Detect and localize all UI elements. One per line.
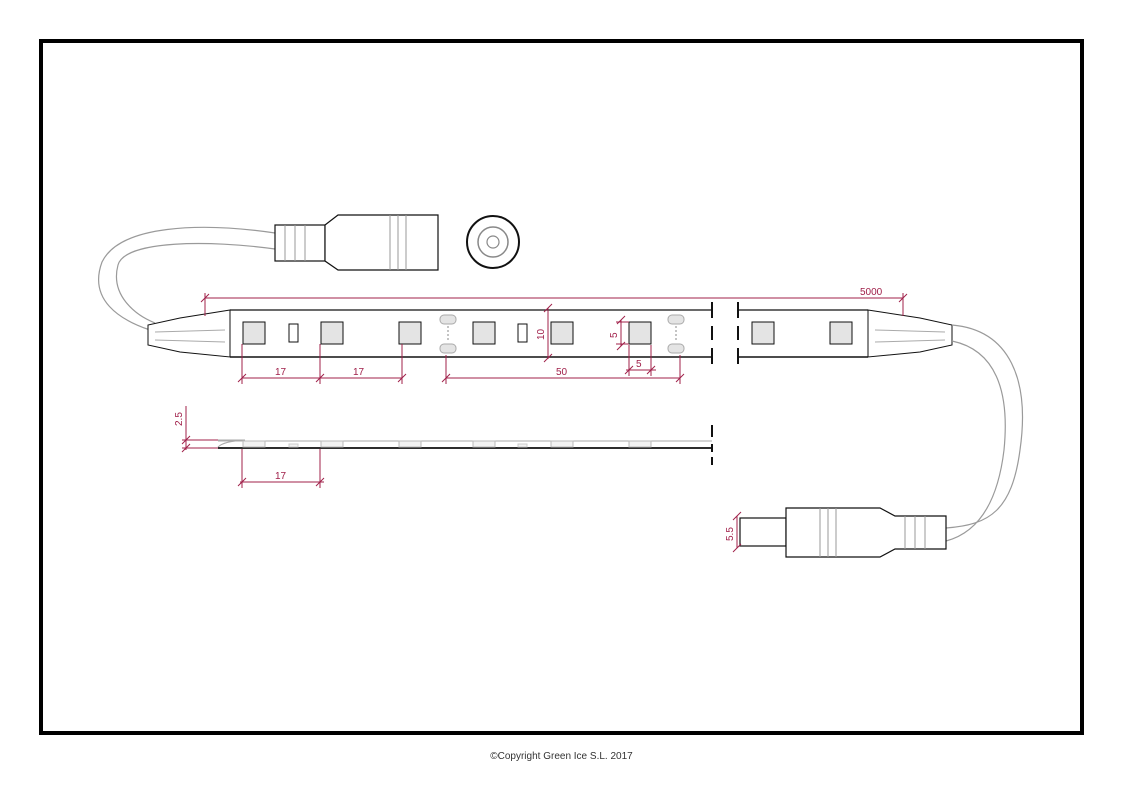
connector-end-view	[466, 215, 520, 269]
resistor	[517, 323, 528, 343]
male-dc-plug	[739, 507, 947, 558]
dim-label-segment: 50	[556, 367, 568, 378]
copyright-notice: ©Copyright Green Ice S.L. 2017	[490, 751, 633, 762]
dim-label-led-height: 5	[609, 332, 620, 338]
right-cable-inner	[945, 340, 1006, 542]
right-cap-line	[874, 339, 946, 343]
dim-total-length: 5000	[200, 287, 908, 316]
female-dc-connector	[274, 214, 439, 271]
led-strip-section	[229, 309, 712, 358]
led-chip	[242, 321, 266, 345]
strip-side-view	[186, 439, 712, 449]
resistor	[288, 323, 299, 343]
led-chip	[550, 321, 574, 345]
break-marks	[711, 302, 739, 465]
right-cap-line	[874, 329, 946, 333]
dim-strip-thickness: 2.5	[174, 406, 218, 453]
dim-label-plug: 5.5	[725, 527, 736, 541]
drawing-frame	[39, 39, 1084, 735]
dim-label-width: 10	[536, 328, 547, 340]
dim-label-pitch-2: 17	[353, 367, 365, 378]
led-chip	[398, 321, 422, 345]
dim-label-total: 5000	[860, 287, 883, 298]
led-chip	[472, 321, 496, 345]
dim-label-pitch-1: 17	[275, 367, 287, 378]
left-cap-line	[154, 339, 226, 343]
right-cable-outer	[945, 324, 1024, 529]
dim-strip-width: 10	[536, 303, 553, 363]
dim-label-side-pitch: 17	[275, 471, 287, 482]
dim-cut-segment: 50	[441, 355, 685, 384]
dim-label-led-width: 5	[636, 359, 642, 370]
led-chip	[320, 321, 344, 345]
led-strip-end-section	[738, 309, 868, 358]
dim-plug-diameter: 5.5	[725, 511, 742, 553]
left-cable-outer	[98, 226, 276, 331]
left-cap-line	[154, 329, 226, 333]
dim-label-thickness: 2.5	[174, 412, 185, 426]
dim-led-width: 5	[624, 345, 656, 376]
dim-side-pitch: 17	[237, 449, 325, 488]
right-end-cap	[867, 309, 953, 358]
led-chip	[628, 321, 652, 345]
dim-led-pitch: 17 17	[237, 344, 407, 384]
dim-led-height: 5	[609, 315, 629, 351]
left-end-cap	[147, 309, 231, 358]
left-cable-inner	[115, 242, 276, 324]
led-array	[242, 321, 652, 345]
led-chip	[829, 321, 853, 345]
led-chip	[751, 321, 775, 345]
